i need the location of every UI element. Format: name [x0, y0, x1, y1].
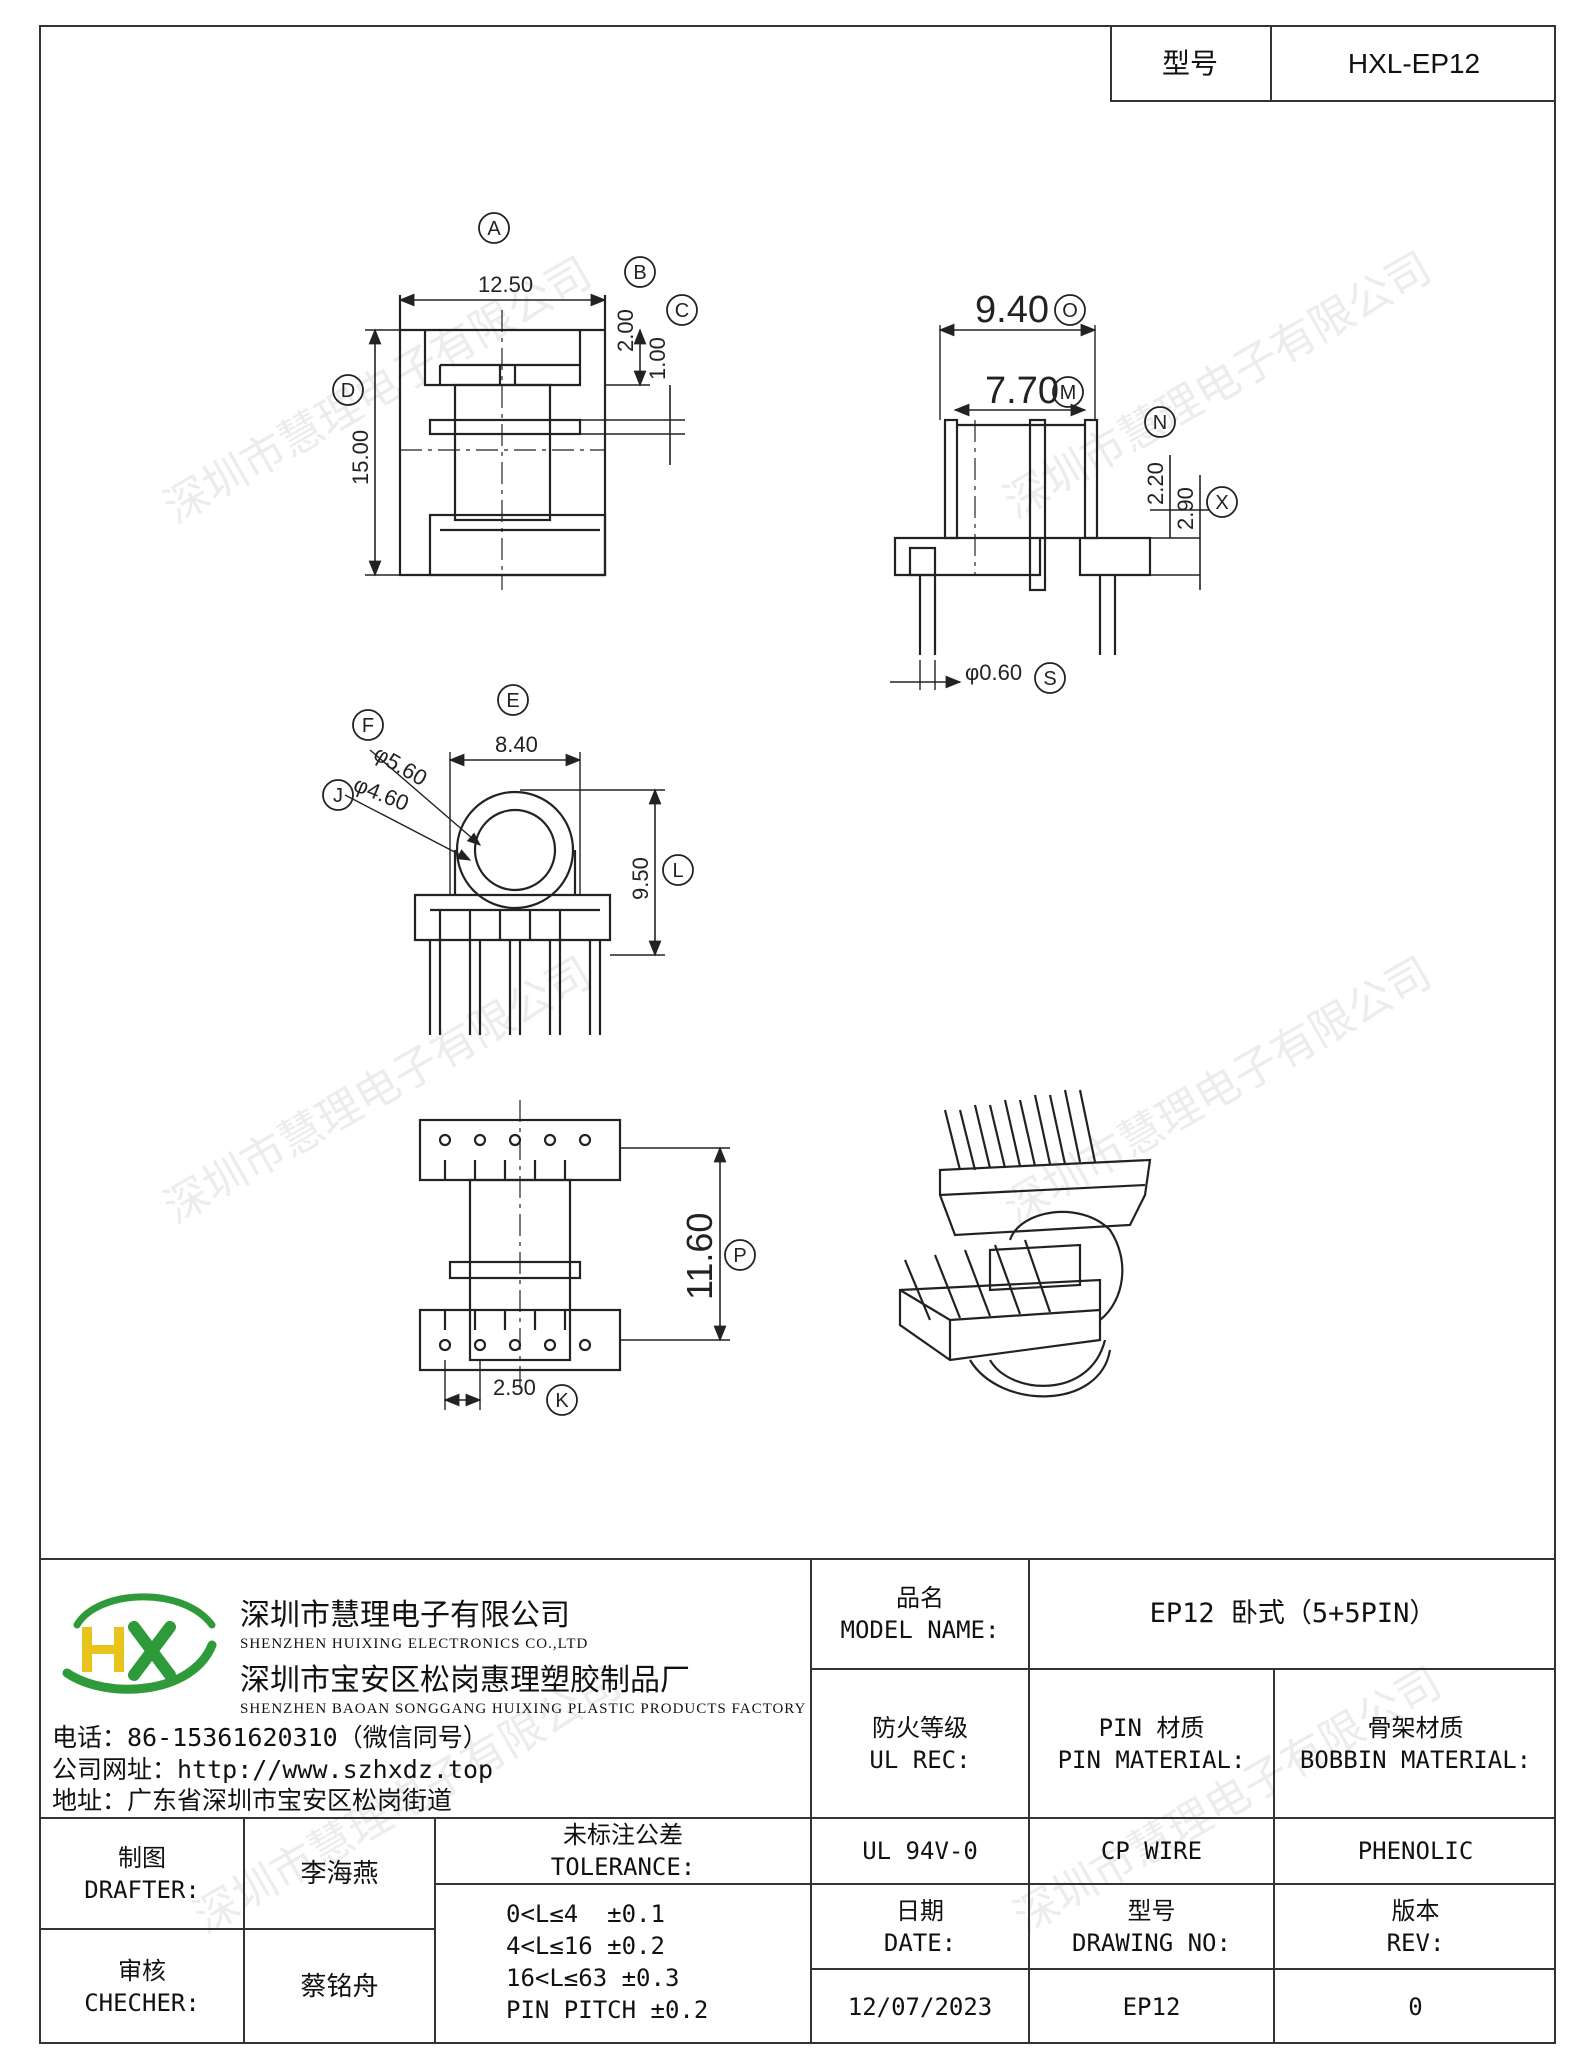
top-view	[344, 749, 665, 1035]
company-logo	[52, 1585, 222, 1700]
model-box-value: HXL-EP12	[1347, 47, 1481, 79]
drawing-no-value: EP12	[1122, 1993, 1181, 2021]
marker-d: D	[341, 380, 355, 402]
company-name-en: SHENZHEN HUIXING ELECTRONICS CO.,LTD	[240, 1636, 589, 1652]
date-value: 12/07/2023	[847, 1993, 993, 2021]
technical-drawing: 12.50 2.00 1.00 15.00 9.40 7.70 2.20 2.9…	[322, 212, 1238, 1416]
marker-l: L	[672, 860, 683, 882]
marker-f: F	[362, 715, 374, 737]
drawing-frame	[39, 25, 1556, 2044]
marker-e: E	[506, 690, 519, 712]
company-phone: 电话：86-15361620310（微信同号）	[52, 1723, 488, 1752]
rev-label: 版本 REV:	[1386, 1896, 1445, 1957]
drafter-value: 李海燕	[300, 1858, 379, 1889]
side-view	[890, 323, 1210, 690]
company-name-cn: 深圳市慧理电子有限公司	[240, 1598, 570, 1633]
dim-c: 1.00	[645, 337, 670, 380]
model-box	[1110, 25, 1556, 102]
marker-b: B	[633, 262, 646, 284]
tolerance-line: 0<L≤4 ±0.1	[506, 1900, 665, 1928]
marker-a: A	[487, 218, 501, 240]
ul-rec-label: 防火等级 UL REC:	[869, 1713, 971, 1774]
dim-n: 2.20	[1143, 462, 1168, 505]
isometric-view	[898, 1089, 1152, 1398]
front-view	[365, 293, 685, 590]
dim-d: 15.00	[348, 430, 373, 485]
ul-rec-value: UL 94V-0	[862, 1837, 978, 1865]
dim-x: 2.90	[1173, 487, 1198, 530]
model-name-value: EP12 卧式（5+5PIN）	[1149, 1598, 1437, 1629]
dim-p: 11.60	[679, 1213, 720, 1300]
marker-k: K	[555, 1390, 569, 1412]
company-address: 地址：广东省深圳市宝安区松岗街道	[52, 1786, 453, 1815]
marker-j: J	[333, 785, 343, 807]
dim-k: 2.50	[493, 1375, 536, 1400]
tolerance-line: 4<L≤16 ±0.2	[506, 1932, 665, 1960]
marker-s: S	[1043, 668, 1056, 690]
bobbin-material-value: PHENOLIC	[1357, 1837, 1474, 1865]
model-name-label: 品名 MODEL NAME:	[840, 1584, 1000, 1644]
marker-c: C	[675, 300, 689, 322]
tolerance-line: PIN PITCH ±0.2	[506, 1996, 709, 2024]
dim-a: 12.50	[478, 272, 533, 297]
dim-m: 7.70	[985, 370, 1059, 412]
bottom-view	[418, 1100, 730, 1410]
rev-value: 0	[1408, 1993, 1423, 2021]
marker-p: P	[733, 1245, 746, 1267]
dim-b: 2.00	[613, 309, 638, 352]
factory-name-cn: 深圳市宝安区松岗惠理塑胶制品厂	[240, 1663, 690, 1698]
dim-e: 8.40	[495, 732, 538, 757]
marker-m: M	[1060, 382, 1077, 404]
drafter-label: 制图 DRAFTER:	[84, 1843, 200, 1904]
dim-o: 9.40	[975, 289, 1049, 331]
dim-l: 9.50	[628, 857, 653, 900]
pin-material-value: CP WIRE	[1100, 1837, 1203, 1865]
checker-value: 蔡铭舟	[300, 1972, 379, 2002]
checker-label: 审核 CHECHER:	[84, 1957, 200, 2017]
tolerance-line: 16<L≤63 ±0.3	[506, 1964, 680, 1992]
marker-n: N	[1153, 412, 1167, 434]
dim-s: φ0.60	[965, 660, 1022, 685]
drawing-no-label: 型号 DRAWING NO:	[1072, 1896, 1231, 1957]
pin-material-label: PIN 材质 PIN MATERIAL:	[1057, 1713, 1246, 1774]
bobbin-material-label: 骨架材质 BOBBIN MATERIAL:	[1299, 1713, 1532, 1774]
marker-x: X	[1215, 492, 1228, 514]
tolerance-label: 未标注公差 TOLERANCE:	[550, 1821, 696, 1881]
factory-name-en: SHENZHEN BAOAN SONGGANG HUIXING PLASTIC …	[240, 1701, 807, 1717]
model-box-label: 型号	[1161, 46, 1218, 80]
marker-o: O	[1062, 300, 1078, 322]
tolerance-table: 0<L≤4 ±0.1 4<L≤16 ±0.2 16<L≤63 ±0.3 PIN …	[506, 1898, 806, 2026]
date-label: 日期 DATE:	[883, 1896, 957, 1957]
company-website: 公司网址：http://www.szhxdz.top	[52, 1755, 494, 1784]
